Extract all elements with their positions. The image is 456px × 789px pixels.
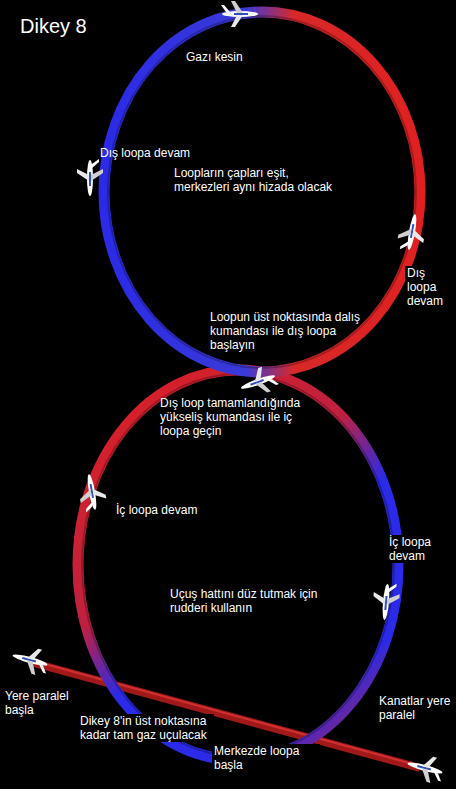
maneuver-note: Gazı kesin: [186, 50, 276, 64]
maneuver-note: İç loopa devam: [116, 503, 226, 517]
outer-loop-ribbon: [104, 12, 420, 372]
maneuver-note: Dış loopa devam: [405, 266, 453, 308]
maneuver-note: İç loopa devam: [387, 535, 453, 563]
plane-icon: [9, 643, 51, 678]
plane-icon: [76, 472, 108, 513]
outer-loop-edge: [108, 16, 416, 368]
plane-icon: [404, 751, 446, 786]
plane-icon: [221, 1, 258, 27]
maneuver-note: Loopların çapları eşit, merkezleri aynı …: [174, 166, 334, 194]
maneuver-note: Merkezde loopa başla: [212, 744, 320, 772]
maneuver-note: Loopun üst noktasında dalış kumandası il…: [210, 310, 370, 352]
plane-icon: [237, 363, 281, 400]
inner-loop-edge: [82, 374, 394, 756]
maneuver-note: Uçuş hattını düz tutmak için rudderi kul…: [170, 587, 330, 615]
plane-icon: [396, 212, 428, 253]
maneuver-note: Dikey 8'in üst noktasına kadar tam gaz u…: [78, 714, 214, 742]
diagram-title: Dikey 8: [20, 14, 87, 38]
plane-icon: [371, 582, 400, 621]
plane-icon: [77, 159, 103, 196]
maneuver-note: Yere paralel başla: [3, 689, 77, 717]
maneuver-note: Kanatlar yere paralel: [377, 694, 453, 722]
maneuver-note: Dış loop tamamlandığında yükseliş kumand…: [160, 396, 310, 438]
inner-loop-ribbon: [78, 370, 398, 760]
maneuver-note: Dış loopa devam: [100, 146, 210, 160]
